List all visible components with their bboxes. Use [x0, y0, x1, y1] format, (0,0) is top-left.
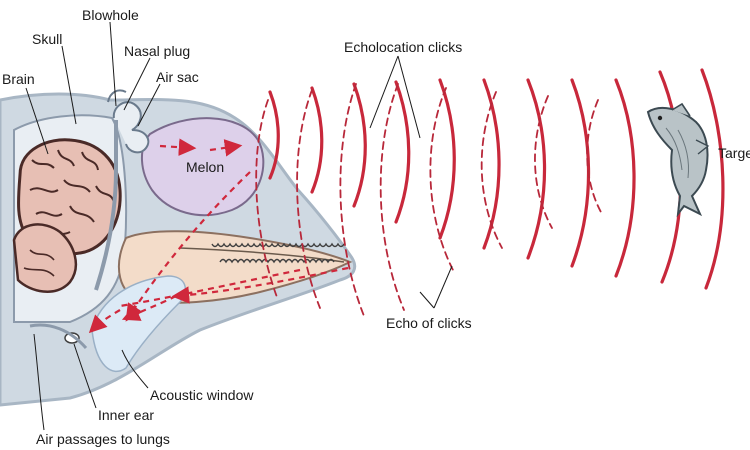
label-echolocation-clicks: Echolocation clicks [344, 39, 462, 55]
label-brain: Brain [2, 71, 35, 87]
label-nasal-plug: Nasal plug [124, 43, 190, 59]
label-acoustic-window: Acoustic window [150, 387, 254, 403]
label-melon: Melon [186, 159, 224, 175]
label-inner-ear: Inner ear [98, 407, 154, 423]
fish-icon [648, 104, 708, 214]
label-blowhole: Blowhole [82, 7, 139, 23]
label-echo-of-clicks: Echo of clicks [386, 315, 472, 331]
label-target: Target [718, 145, 750, 161]
label-air-passages: Air passages to lungs [36, 431, 170, 447]
label-skull: Skull [32, 31, 62, 47]
label-air-sac: Air sac [156, 69, 199, 85]
